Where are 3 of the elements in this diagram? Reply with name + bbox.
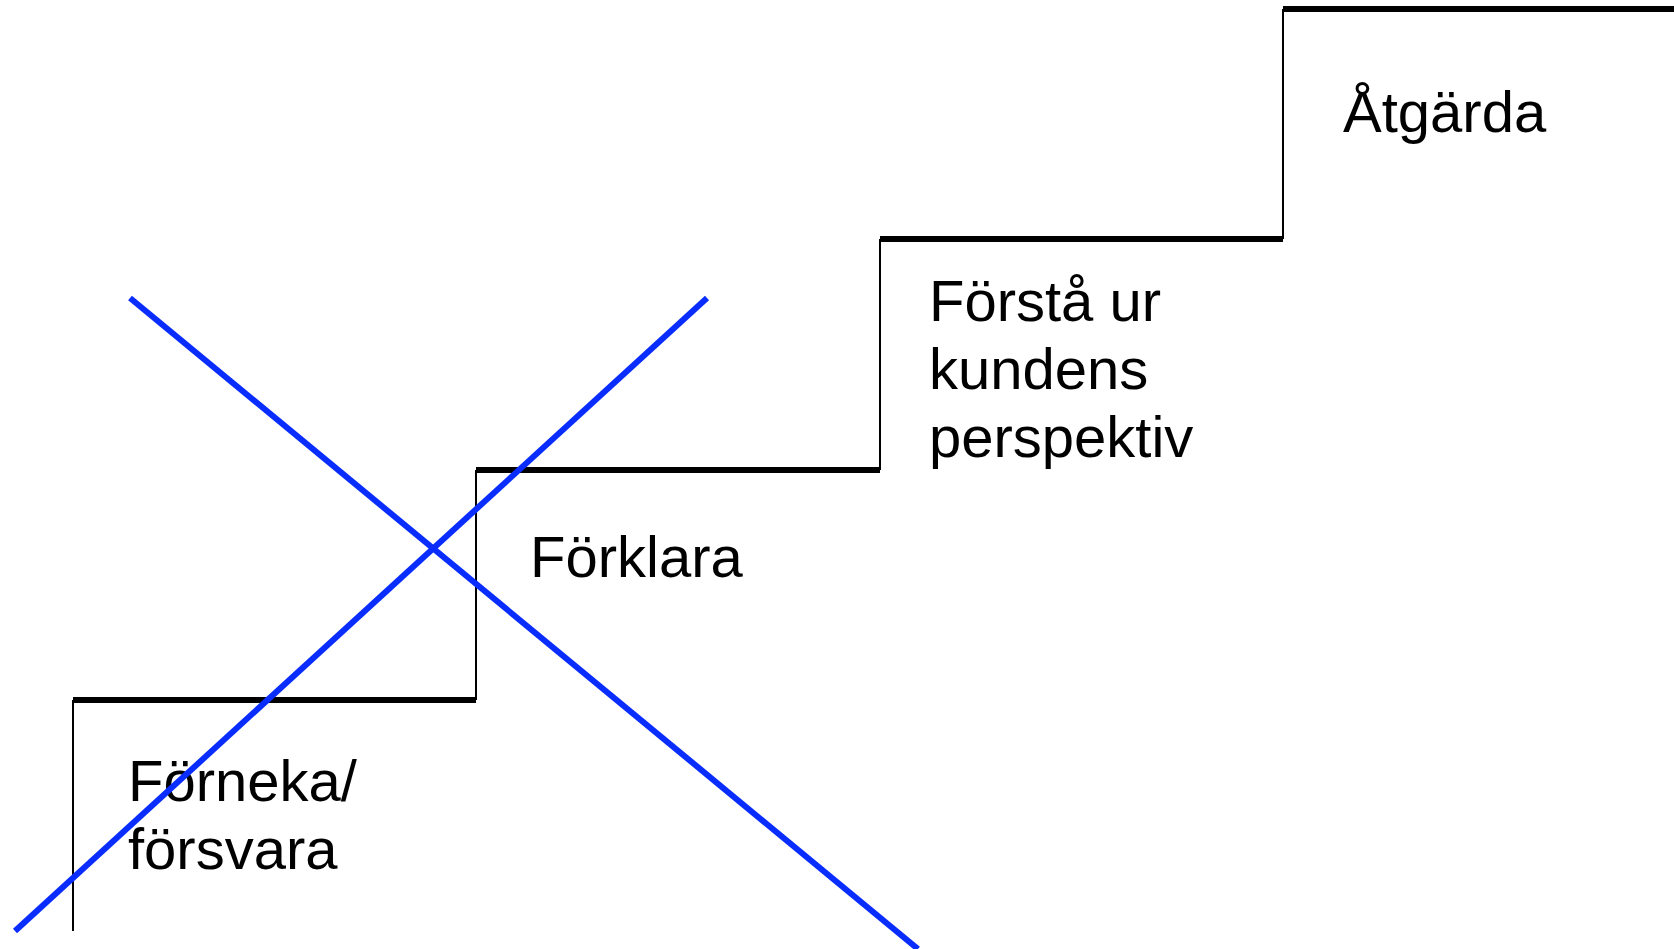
step-label: Förstå ur kundens perspektiv [929, 267, 1269, 471]
step-label: Åtgärda [1343, 78, 1643, 146]
step-label: Förklara [530, 523, 830, 591]
